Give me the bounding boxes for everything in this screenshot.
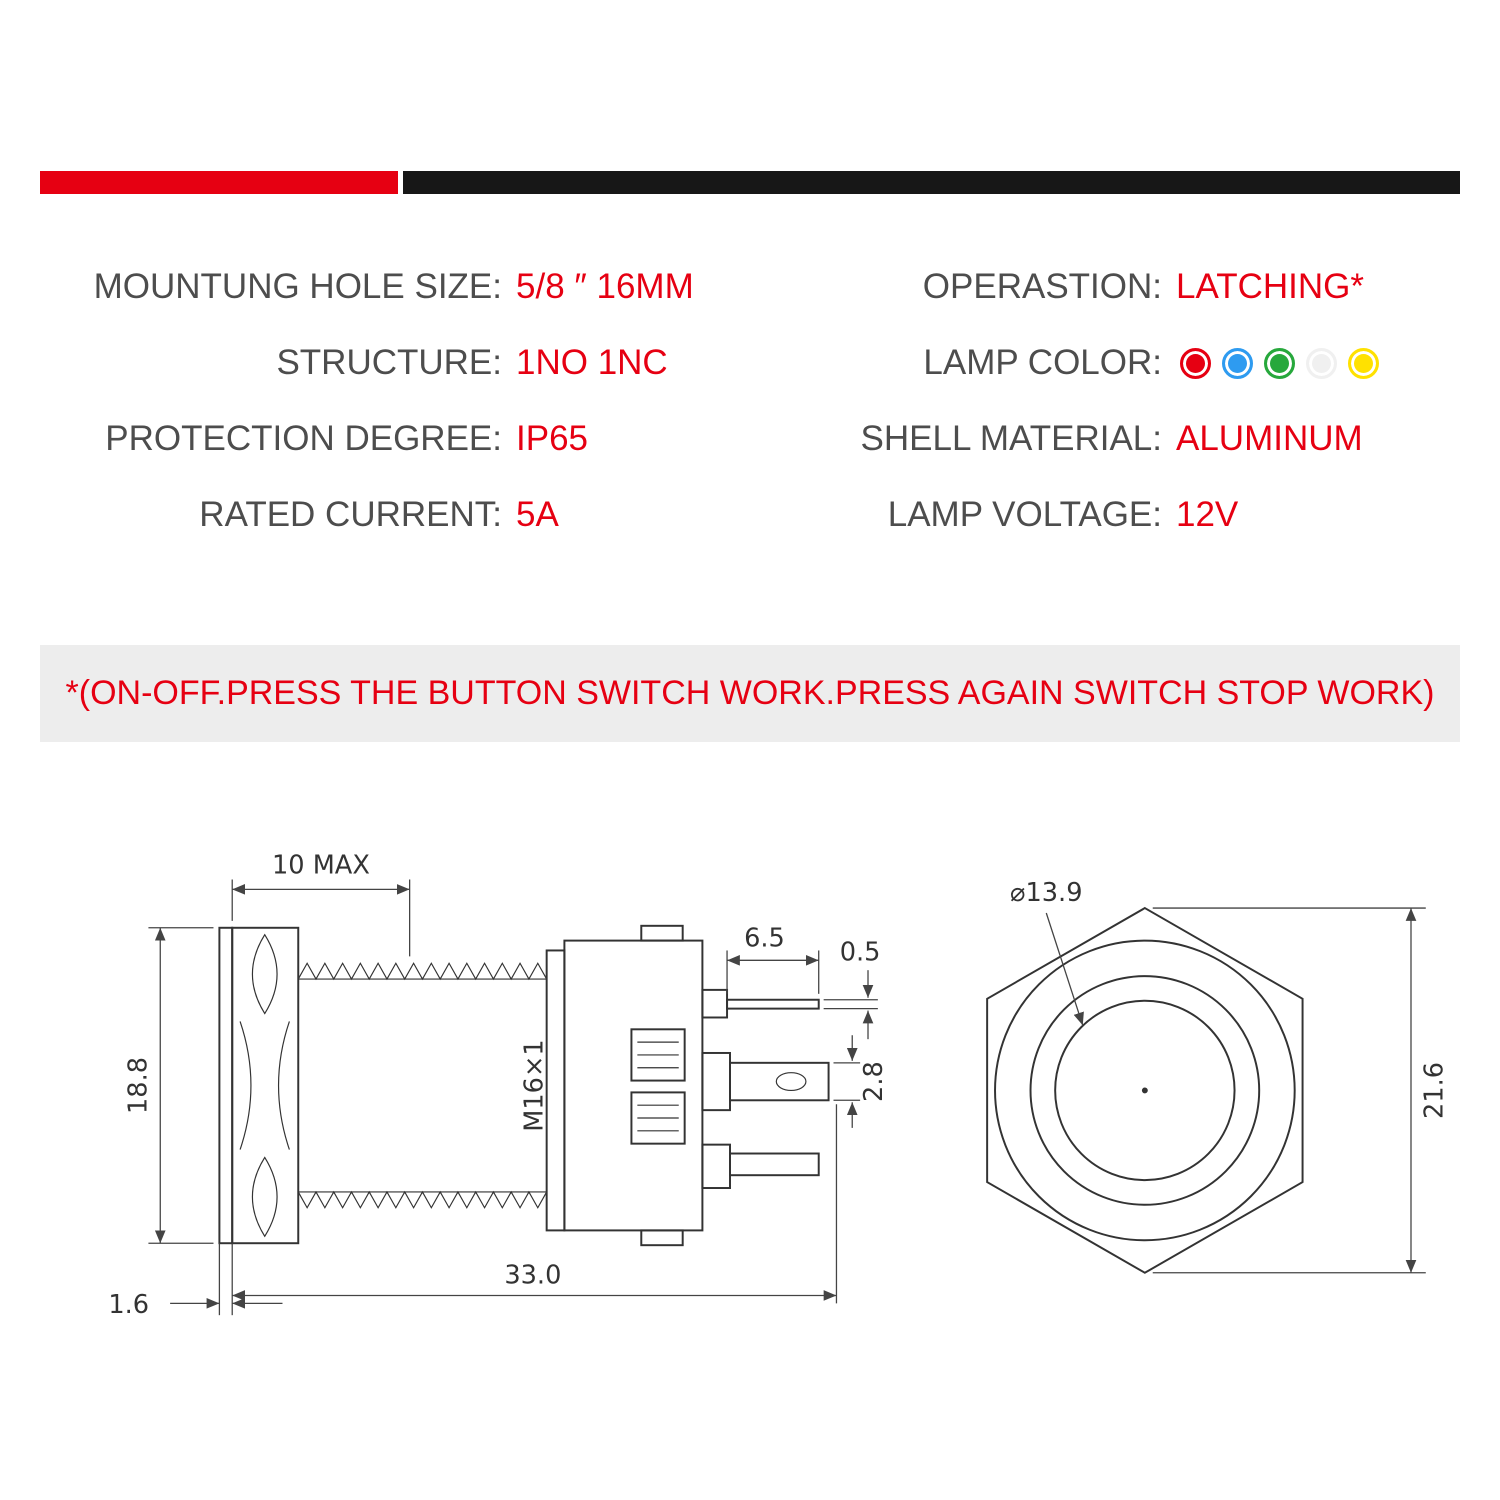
button-cap-face — [218, 926, 234, 1245]
spec-label-structure: STRUCTURE: — [276, 343, 502, 382]
spec-value-structure: 1NO 1NC — [516, 343, 668, 382]
lamp-color-swatches — [1180, 347, 1379, 379]
spec-row-operation: OPERASTION: LATCHING* — [750, 249, 1460, 325]
switch-body — [563, 939, 704, 1232]
bezel-circle-middle — [1029, 975, 1260, 1206]
lamp-color-swatch-red — [1180, 347, 1211, 379]
pin-middle-blade — [729, 1061, 830, 1102]
dim-overall-length: 33.0 — [504, 1261, 561, 1291]
body-tab-top — [640, 924, 684, 942]
lamp-color-swatch-blue — [1222, 347, 1253, 379]
spec-row-shell-material: SHELL MATERIAL: ALUMINUM — [750, 401, 1460, 477]
spec-row-structure: STRUCTURE: 1NO 1NC — [40, 325, 750, 401]
dim-cap-thickness: 1.6 — [108, 1290, 149, 1320]
pin-bottom-base — [701, 1143, 731, 1190]
dim-thread-length: 10 MAX — [272, 851, 370, 881]
red-bar — [40, 171, 398, 194]
spec-row-mounting-hole-size: MOUNTUNG HOLE SIZE: 5/8 ″ 16MM — [40, 249, 750, 325]
spec-label-protection-degree: PROTECTION DEGREE: — [105, 419, 502, 458]
pin-top-base — [701, 988, 729, 1019]
lamp-color-swatch-white — [1306, 347, 1337, 379]
spec-label-lamp-voltage: LAMP VOLTAGE: — [887, 495, 1162, 534]
spec-row-lamp-color: LAMP COLOR: — [750, 325, 1460, 401]
spec-row-protection-degree: PROTECTION DEGREE: IP65 — [40, 401, 750, 477]
blade-hole — [775, 1072, 807, 1092]
spec-value-rated-current: 5A — [516, 495, 559, 534]
lamp-color-swatch-yellow — [1348, 347, 1379, 379]
pin-top — [726, 998, 820, 1010]
bezel-circle-outer — [993, 939, 1296, 1242]
dim-pin-length: 6.5 — [744, 924, 785, 954]
dim-plunger-diameter: ⌀13.9 — [1010, 878, 1082, 908]
head-contour-bottom — [251, 1156, 278, 1238]
dim-across-corners: 21.6 — [1419, 1062, 1449, 1119]
spec-value-protection-degree: IP65 — [516, 419, 588, 458]
dim-head-diameter: 18.8 — [123, 1057, 153, 1114]
spec-label-shell-material: SHELL MATERIAL: — [860, 419, 1162, 458]
terminal-block-2 — [630, 1091, 686, 1145]
spec-row-rated-current: RATED CURRENT: 5A — [40, 477, 750, 553]
spec-table: MOUNTUNG HOLE SIZE: 5/8 ″ 16MM STRUCTURE… — [40, 249, 1460, 553]
spec-row-lamp-voltage: LAMP VOLTAGE: 12V — [750, 477, 1460, 553]
center-mark — [1141, 1087, 1148, 1094]
button-head — [231, 926, 300, 1245]
technical-drawings: M16×1 10 MAX — [40, 840, 1460, 1400]
lamp-color-swatch-green — [1264, 347, 1295, 379]
side-view-drawing: M16×1 10 MAX — [108, 851, 888, 1321]
dim-blade-width: 2.8 — [859, 1061, 888, 1102]
spec-value-operation: LATCHING* — [1176, 267, 1364, 306]
spec-label-mounting-hole-size: MOUNTUNG HOLE SIZE: — [93, 267, 502, 306]
thread-zigzag-top — [297, 962, 548, 981]
spec-value-mounting-hole-size: 5/8 ″ 16MM — [516, 267, 694, 306]
black-bar — [403, 171, 1460, 194]
spec-value-lamp-voltage: 12V — [1176, 495, 1239, 534]
spec-column-left: MOUNTUNG HOLE SIZE: 5/8 ″ 16MM STRUCTURE… — [40, 249, 750, 553]
thread-zigzag-bottom — [297, 1190, 548, 1209]
spec-label-rated-current: RATED CURRENT: — [199, 495, 502, 534]
dim-pin-thickness: 0.5 — [840, 937, 881, 967]
spec-label-lamp-color: LAMP COLOR: — [923, 343, 1162, 382]
head-contour-right — [277, 1021, 290, 1150]
terminal-block-1 — [630, 1028, 686, 1082]
hex-nut-outline — [985, 906, 1304, 1274]
pin-bottom-blade — [729, 1152, 820, 1177]
body-tab-bottom — [640, 1229, 684, 1247]
decorative-divider — [40, 171, 1460, 194]
spec-value-shell-material: ALUMINUM — [1176, 419, 1363, 458]
spec-label-operation: OPERASTION: — [922, 267, 1162, 306]
leader-line — [1045, 912, 1084, 1026]
operation-note-banner: *(ON-OFF.PRESS THE BUTTON SWITCH WORK.PR… — [40, 645, 1460, 742]
head-contour-left — [239, 1021, 252, 1150]
thread-label-backdrop — [517, 1003, 551, 1168]
plunger-circle — [1053, 999, 1236, 1182]
spec-column-right: OPERASTION: LATCHING* LAMP COLOR: SHELL … — [750, 249, 1460, 553]
operation-note-text: *(ON-OFF.PRESS THE BUTTON SWITCH WORK.PR… — [65, 674, 1435, 712]
pin-middle-base — [701, 1051, 731, 1112]
head-contour-top — [251, 933, 278, 1015]
dim-thread-spec: M16×1 — [520, 1039, 550, 1131]
front-view-drawing: ⌀13.9 21.6 — [985, 878, 1449, 1274]
